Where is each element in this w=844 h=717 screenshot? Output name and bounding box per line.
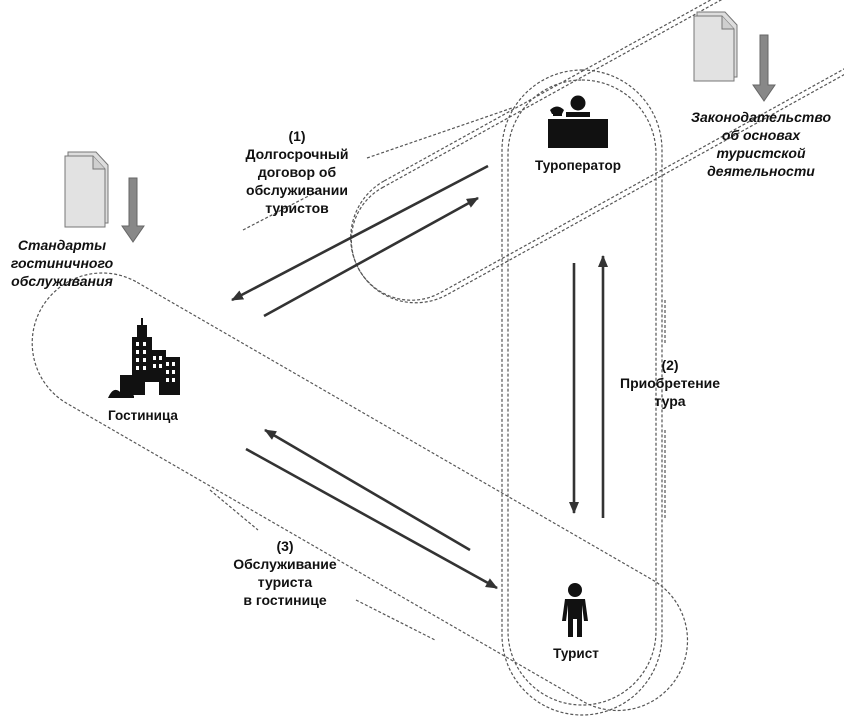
contract-line: Долгосрочный — [245, 146, 349, 162]
legislation-line: об основах — [721, 127, 801, 143]
standards-line: обслуживания — [11, 273, 113, 289]
hotel-building-icon — [108, 318, 180, 398]
service-connector — [209, 489, 259, 531]
purchase-line: тура — [654, 393, 686, 409]
purchase-boundary-inner — [507, 79, 657, 706]
legislation-down-arrow-icon — [752, 34, 776, 102]
legislation-line: Законодательство — [690, 109, 831, 125]
purchase-line: Приобретение — [620, 375, 721, 391]
service-line: в гостинице — [243, 592, 327, 608]
tour-operator-label: Туроператор — [535, 158, 621, 173]
arrow-tourist-to-hotel — [264, 428, 471, 552]
standards-down-arrow-icon — [121, 177, 145, 243]
service-label: (3) Обслуживание туриста в гостинице — [210, 537, 360, 609]
contract-line: договор об — [257, 164, 337, 180]
purchase-boundary — [501, 69, 663, 716]
service-number: (3) — [276, 538, 294, 554]
purchase-number: (2) — [661, 357, 679, 373]
service-boundary — [31, 272, 689, 712]
contract-line: обслуживании — [246, 182, 348, 198]
label-connectors — [209, 107, 666, 641]
legislation-line: туристской — [716, 145, 806, 161]
hotel-label: Гостиница — [108, 408, 178, 423]
contract-number: (1) — [288, 128, 306, 144]
purchase-label: (2) Приобретение тура — [620, 356, 720, 410]
tourist-label: Турист — [553, 646, 599, 661]
service-line: туриста — [257, 574, 313, 590]
standards-line: Стандарты — [17, 237, 107, 253]
service-line: Обслуживание — [233, 556, 337, 572]
standards-line: гостиничного — [10, 255, 114, 271]
legislation-line: деятельности — [707, 163, 815, 179]
relation-arrows — [231, 164, 608, 590]
contract-boundary-inner — [350, 0, 844, 301]
contract-label: (1) Долгосрочный договор об обслуживании… — [222, 127, 372, 217]
arrow-hotel-to-operator — [263, 196, 479, 318]
standards-document-icon — [64, 151, 109, 228]
legislation-caption: Законодательство об основах туристской д… — [682, 108, 840, 180]
arrow-hotel-to-tourist — [245, 447, 498, 590]
standards-caption: Стандарты гостиничного обслуживания — [2, 236, 122, 290]
arrow-operator-to-hotel — [231, 164, 489, 302]
relation-boundaries — [31, 0, 844, 716]
tourist-person-icon — [562, 583, 588, 637]
tour-operator-icon — [548, 95, 608, 148]
contract-line: туристов — [265, 200, 329, 216]
legislation-document-icon — [693, 11, 738, 82]
contract-connector-2 — [242, 189, 321, 231]
contract-connector — [366, 107, 513, 159]
service-connector-2 — [355, 599, 436, 641]
